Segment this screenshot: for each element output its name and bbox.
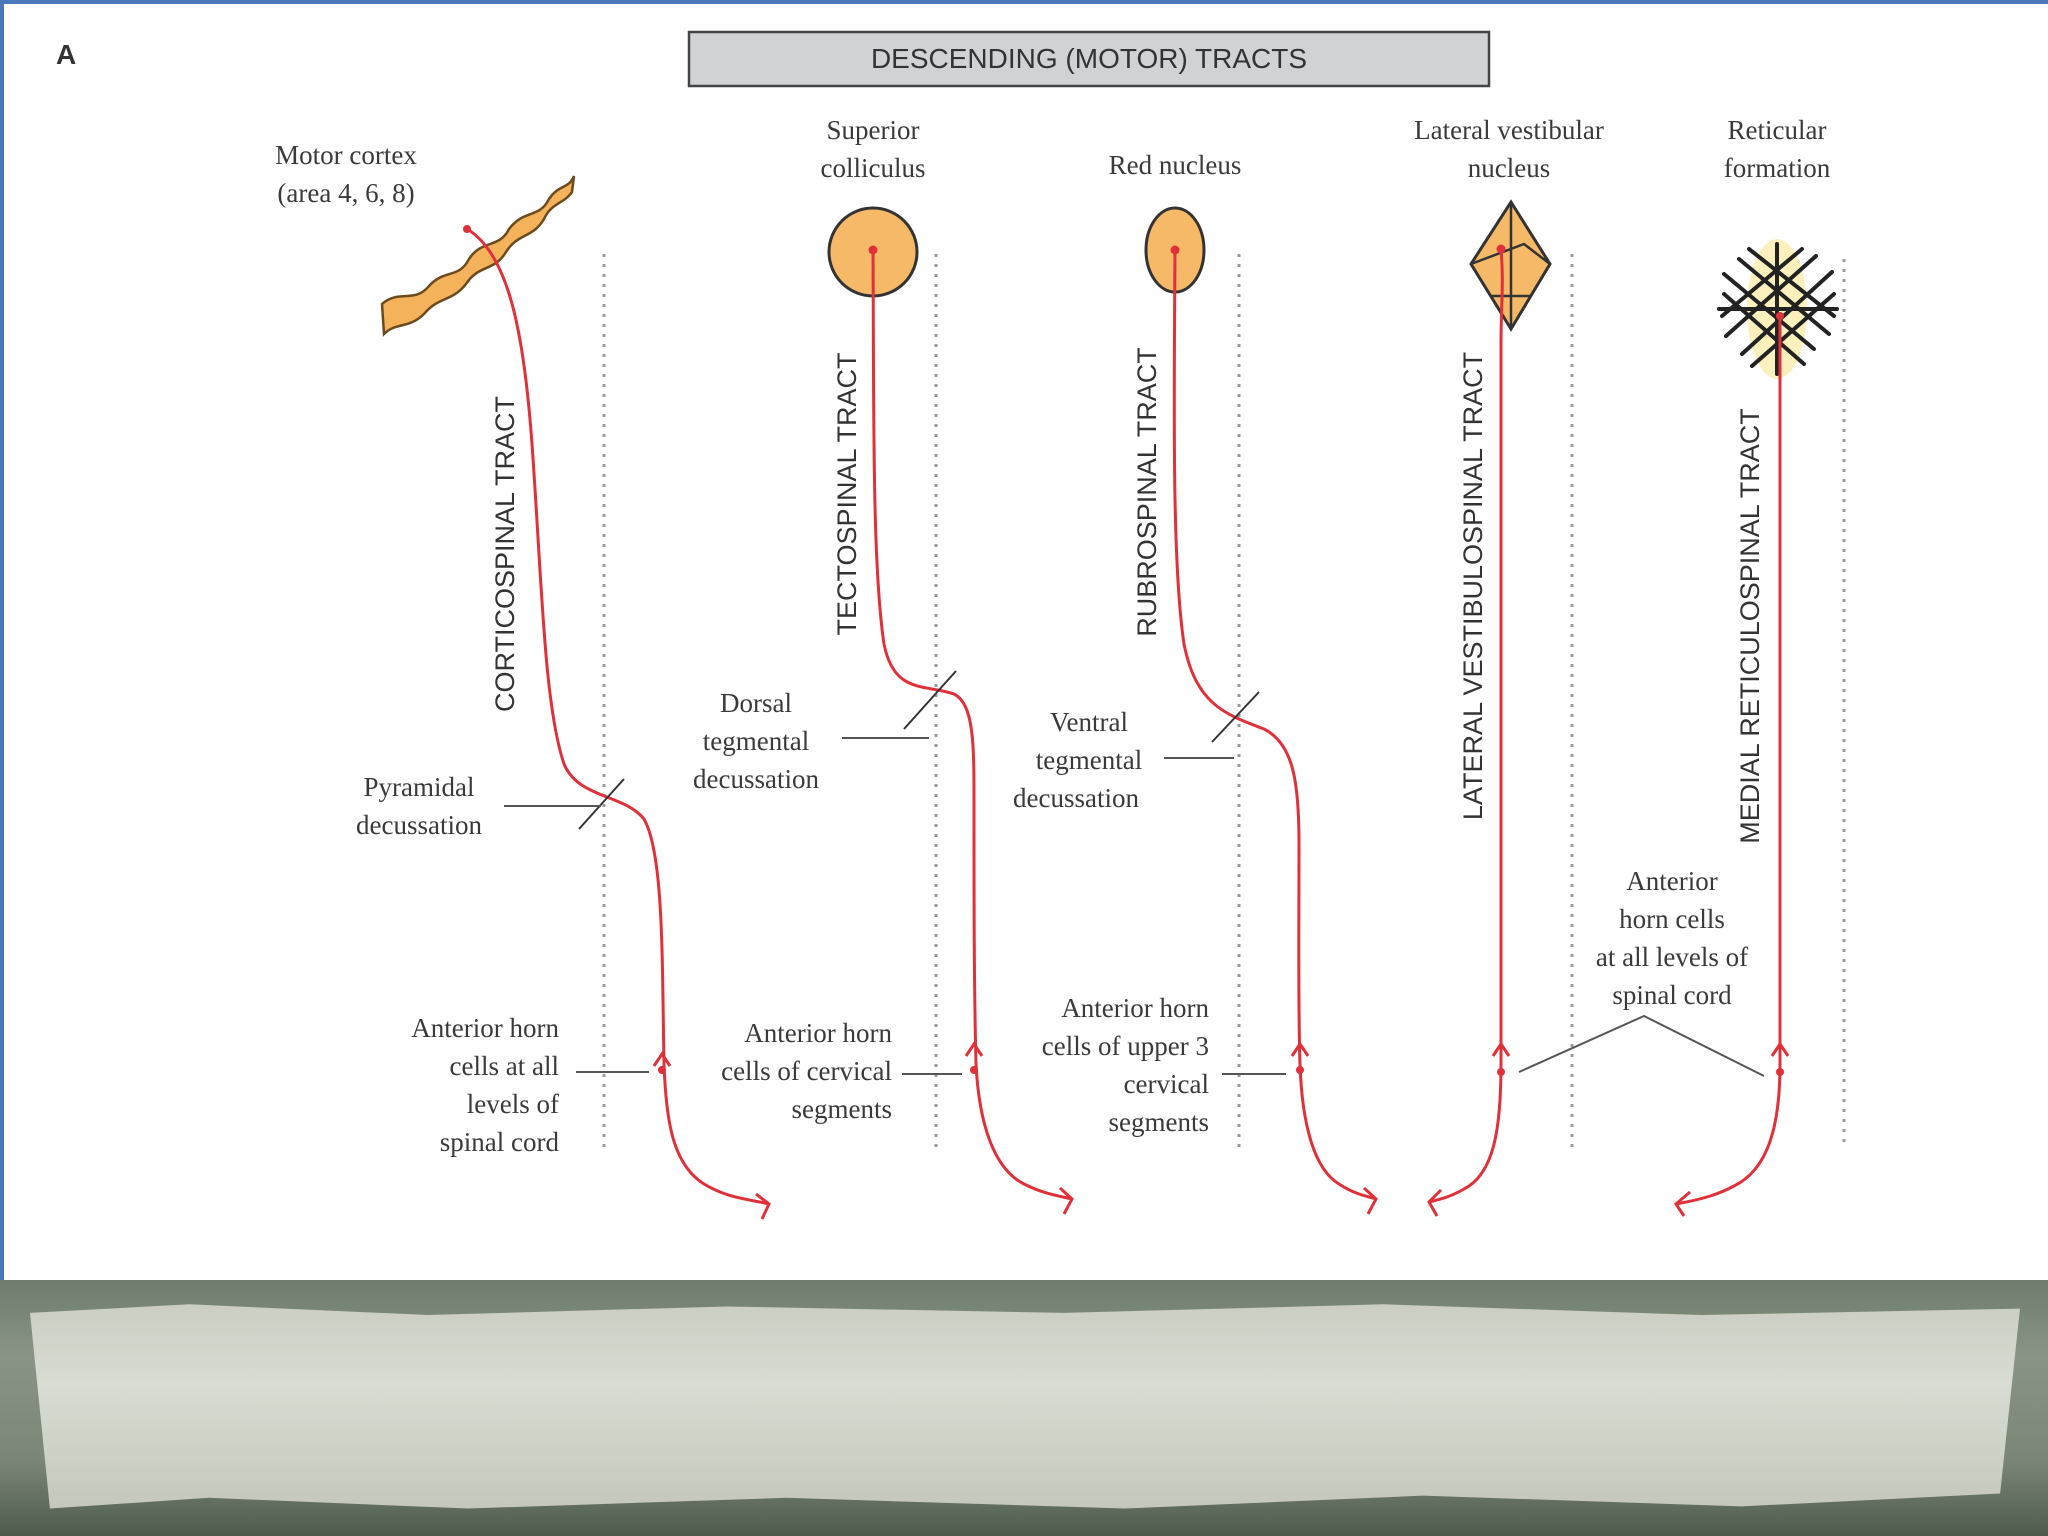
label-line: cells at all xyxy=(450,1051,559,1081)
decussation-label-pyramidal: Pyramidal decussation xyxy=(356,772,601,840)
label-line: cervical xyxy=(1124,1069,1209,1099)
label-line: cells of upper 3 xyxy=(1042,1031,1209,1061)
label-line: (area 4, 6, 8) xyxy=(277,178,414,208)
decussation-label-ventral-tegmental: Ventral tegmental decussation xyxy=(1013,707,1234,813)
label-line: segments xyxy=(1109,1107,1210,1137)
title-box: DESCENDING (MOTOR) TRACTS xyxy=(689,32,1489,86)
termination-label-rubrospinal: Anterior horn cells of upper 3 cervical … xyxy=(1042,993,1286,1137)
label-line: Lateral vestibular xyxy=(1414,115,1604,145)
label-line: segments xyxy=(792,1094,893,1124)
lateral-vestibular-nucleus-illustration xyxy=(1471,202,1550,329)
label-line: Pyramidal xyxy=(364,772,475,802)
label-line: levels of xyxy=(467,1089,559,1119)
label-line: spinal cord xyxy=(440,1127,560,1157)
label-line: Ventral xyxy=(1050,707,1128,737)
leader-line xyxy=(1519,1016,1764,1076)
label-line: Anterior horn xyxy=(411,1013,559,1043)
label-line: Anterior xyxy=(1626,866,1717,896)
reticular-formation-illustration xyxy=(1719,239,1837,379)
page-title: DESCENDING (MOTOR) TRACTS xyxy=(871,43,1307,74)
termination-label-tectospinal: Anterior horn cells of cervical segments xyxy=(721,1018,962,1124)
termination-label-vestibulo-reticulo: Anterior horn cells at all levels of spi… xyxy=(1519,866,1764,1076)
origin-label-lateral-vestibular-nucleus: Lateral vestibular nucleus xyxy=(1414,115,1604,183)
label-line: Motor cortex xyxy=(275,140,417,170)
label-line: Reticular xyxy=(1728,115,1827,145)
label-line: nucleus xyxy=(1468,153,1550,183)
medial-reticulospinal-tract-path xyxy=(1676,316,1788,1216)
tract-label-tectospinal: TECTOSPINAL TRACT xyxy=(832,352,862,635)
label-line: decussation xyxy=(1013,783,1139,813)
tract-label-rubrospinal: RUBROSPINAL TRACT xyxy=(1132,347,1162,637)
torn-paper-strip xyxy=(30,1300,2020,1515)
origin-label-superior-colliculus: Superior colliculus xyxy=(821,115,926,183)
label-line: Anterior horn xyxy=(1061,993,1209,1023)
label-line: formation xyxy=(1724,153,1831,183)
label-line: colliculus xyxy=(821,153,926,183)
label-line: tegmental xyxy=(1036,745,1142,775)
tract-label-lateral-vestibulospinal: LATERAL VESTIBULOSPINAL TRACT xyxy=(1458,352,1488,820)
decussation-label-dorsal-tegmental: Dorsal tegmental decussation xyxy=(693,688,929,794)
tectospinal-tract-path xyxy=(873,250,1072,1214)
descending-tracts-diagram: A DESCENDING (MOTOR) TRACTS xyxy=(4,4,2048,1284)
label-line: at all levels of xyxy=(1596,942,1748,972)
label-line: decussation xyxy=(356,810,482,840)
label-line: horn cells xyxy=(1619,904,1725,934)
origin-label-red-nucleus: Red nucleus xyxy=(1109,150,1242,180)
label-line: Red nucleus xyxy=(1109,150,1242,180)
figure-panel: A DESCENDING (MOTOR) TRACTS xyxy=(0,0,2048,1280)
label-line: tegmental xyxy=(703,726,809,756)
panel-letter: A xyxy=(56,39,76,70)
tract-label-medial-reticulospinal: MEDIAL RETICULOSPINAL TRACT xyxy=(1735,408,1765,844)
label-line: Superior xyxy=(827,115,920,145)
label-line: spinal cord xyxy=(1612,980,1732,1010)
label-line: cells of cervical xyxy=(721,1056,892,1086)
label-line: decussation xyxy=(693,764,819,794)
termination-label-corticospinal: Anterior horn cells at all levels of spi… xyxy=(411,1013,649,1157)
label-line: Dorsal xyxy=(720,688,792,718)
tract-label-corticospinal: CORTICOSPINAL TRACT xyxy=(490,396,520,712)
origin-label-motor-cortex: Motor cortex (area 4, 6, 8) xyxy=(275,140,417,208)
label-line: Anterior horn xyxy=(744,1018,892,1048)
origin-label-reticular-formation: Reticular formation xyxy=(1724,115,1831,183)
